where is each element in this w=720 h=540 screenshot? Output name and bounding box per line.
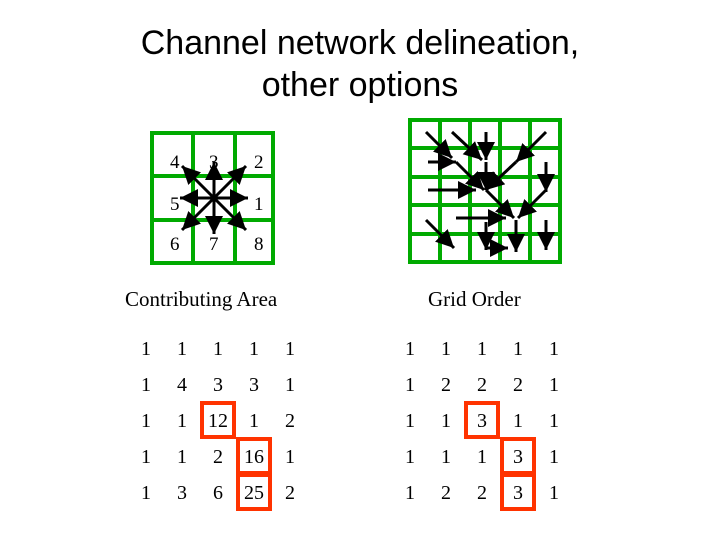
contributing-area-cell-value: 1: [249, 410, 259, 432]
grid-order-cell-value: 1: [441, 446, 451, 468]
contributing-area-cell-value: 1: [177, 446, 187, 468]
contributing-area-cell-value: 16: [244, 446, 264, 468]
flow-arrow: [514, 130, 548, 164]
grid-order-cell-value: 1: [405, 410, 415, 432]
grid-order-cell-value: 1: [477, 446, 487, 468]
contributing-area-cell-value: 1: [141, 410, 151, 432]
direction-arrow-ne: [212, 164, 248, 200]
flow-arrow: [484, 188, 516, 220]
direction-grid-border: [150, 131, 275, 265]
direction-arrow-se: [212, 196, 248, 232]
grid-order-cell-value: 1: [405, 338, 415, 360]
grid-order-cell-value: 1: [513, 338, 523, 360]
flow-arrow: [484, 160, 518, 192]
grid-order-cell-value: 1: [549, 374, 559, 396]
contributing-area-cell-value: 2: [285, 482, 295, 504]
grid-order-cell-value: 3: [513, 482, 523, 504]
grid-order-cell-value: 1: [513, 410, 523, 432]
contributing-area-cell-value: 1: [249, 338, 259, 360]
grid-order-grid: 1 1 1 1 1 1 2 2 2 1 1 1 3 1 1 1 1 1 3 1 1 2 2 3 1: [405, 338, 559, 511]
direction-label: 6: [170, 234, 180, 255]
title-line-1: Channel network delineation,: [140, 24, 580, 62]
grid-order-cell-value: 2: [441, 482, 451, 504]
grid-order-cell-value: 1: [441, 338, 451, 360]
title-line-2: other options: [261, 66, 459, 104]
contributing-area-cell-value: 25: [244, 482, 264, 504]
contributing-area-cell-value: 3: [249, 374, 259, 396]
contributing-area-cell-value: 2: [213, 446, 223, 468]
contributing-area-cell-value: 3: [177, 482, 187, 504]
direction-label: 7: [209, 234, 219, 255]
direction-arrow-nw: [180, 164, 216, 200]
grid-order-cell-value: 3: [477, 410, 487, 432]
contributing-area-cell-value: 12: [208, 410, 228, 432]
grid-order-cell-value: 1: [549, 446, 559, 468]
grid-order-cell-value: 1: [549, 410, 559, 432]
flow-arrow: [424, 218, 456, 250]
contributing-area-cell-value: 1: [141, 482, 151, 504]
contributing-area-cell-value: 1: [141, 446, 151, 468]
grid-order-highlight-box: [500, 473, 536, 511]
grid-order-cell-value: 3: [513, 446, 523, 468]
direction-label: 4: [170, 152, 180, 173]
grid-order-cell-value: 1: [549, 338, 559, 360]
flow-grid: [408, 118, 562, 264]
contributing-area-cell-value: 3: [213, 374, 223, 396]
direction-label: 1: [254, 194, 264, 215]
grid-order-highlight-box: [464, 401, 500, 439]
contributing-area-cell-value: 6: [213, 482, 223, 504]
contributing-area-cell-value: 2: [285, 410, 295, 432]
contributing-area-caption: Contributing Area: [125, 287, 278, 311]
grid-order-cell-value: 1: [405, 374, 415, 396]
grid-order-cell-value: 2: [441, 374, 451, 396]
direction-label: 2: [254, 152, 264, 173]
direction-label: 3: [209, 152, 219, 173]
grid-order-cell-value: 1: [441, 410, 451, 432]
contributing-area-cell-value: 1: [285, 446, 295, 468]
direction-arrow-sw: [180, 196, 216, 232]
contributing-area-cell-value: 1: [141, 338, 151, 360]
grid-order-cell-value: 2: [513, 374, 523, 396]
contributing-area-highlight-box: [236, 473, 272, 511]
contributing-area-cell-value: 1: [285, 374, 295, 396]
flow-arrow: [516, 188, 548, 220]
contributing-area-cell-value: 1: [177, 410, 187, 432]
contributing-area-cell-value: 1: [177, 338, 187, 360]
contributing-area-cell-value: 1: [213, 338, 223, 360]
grid-order-cell-value: 2: [477, 482, 487, 504]
flow-grid-border: [408, 118, 562, 264]
direction-label: 5: [170, 194, 180, 215]
grid-order-cell-value: 1: [549, 482, 559, 504]
contributing-area-cell-value: 1: [285, 338, 295, 360]
grid-order-caption: Grid Order: [428, 287, 521, 311]
contributing-area-highlight-box: [200, 401, 236, 439]
grid-order-cell-value: 1: [405, 482, 415, 504]
grid-order-cell-value: 1: [477, 338, 487, 360]
direction-grid: 4 3 2 5 1 6 7 8: [150, 131, 275, 265]
direction-label: 8: [254, 234, 264, 255]
grid-order-cell-value: 1: [405, 446, 415, 468]
slide-title: Channel network delineation, other optio…: [0, 22, 720, 106]
contributing-area-cell-value: 4: [177, 374, 187, 396]
grid-order-cell-value: 2: [477, 374, 487, 396]
contributing-area-cell-value: 1: [141, 374, 151, 396]
